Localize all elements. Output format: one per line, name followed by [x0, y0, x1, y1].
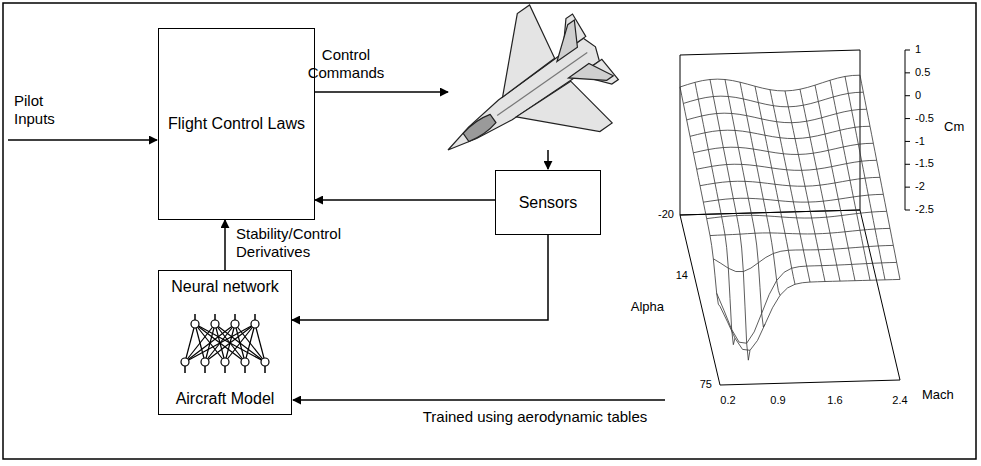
label-text: 14 — [676, 269, 688, 281]
sensor-arrow — [547, 150, 549, 169]
label-text: -1 — [915, 135, 925, 147]
node-title: Flight Control Laws — [168, 114, 305, 133]
input-arrow — [8, 139, 157, 141]
label-text: -0.5 — [915, 112, 934, 124]
input-label: Pilot Inputs — [14, 92, 76, 128]
node-subtitle: Aircraft Model — [176, 389, 275, 408]
axis-title: Cm — [944, 120, 964, 134]
tick-label: 0.9 — [770, 394, 785, 406]
edge-label-text: Stability/Control Derivatives — [236, 225, 341, 260]
tick-label: -1.5 — [915, 157, 934, 169]
tick-label: -1 — [915, 135, 925, 147]
label-text: 2.4 — [892, 394, 907, 406]
label-text: 0.5 — [915, 66, 930, 78]
tick-label: 0.5 — [915, 66, 930, 78]
node-title: Neural network — [171, 277, 279, 296]
command-label: Control Commands — [300, 46, 392, 82]
neural-model-box: Neural networkAircraft Model — [158, 270, 292, 415]
training-label: Trained using aerodynamic tables — [400, 408, 670, 426]
sensor-box: Sensors — [495, 170, 601, 235]
label-text: -1.5 — [915, 157, 934, 169]
label-text: Mach — [922, 387, 954, 402]
label-text: 75 — [700, 378, 712, 390]
tick-label: -2.5 — [915, 203, 934, 215]
axis-title: Alpha — [631, 300, 664, 314]
edge-label: Stability/Control Derivatives — [236, 225, 361, 261]
command-arrow — [293, 91, 448, 93]
tick-label: 14 — [676, 269, 688, 281]
label-text: 1 — [915, 43, 921, 55]
network-icon — [175, 312, 275, 374]
tick-label: 2.4 — [892, 394, 907, 406]
label-text: -2 — [915, 180, 925, 192]
label-text: -2.5 — [915, 203, 934, 215]
surface-plot — [680, 50, 910, 385]
training-arrow — [293, 399, 665, 401]
connector-arrow — [315, 199, 495, 201]
tick-label: -2 — [915, 180, 925, 192]
label-text: -20 — [658, 208, 674, 220]
label-text: 0.9 — [770, 394, 785, 406]
tick-label: 75 — [700, 378, 712, 390]
connector-arrow — [292, 235, 548, 320]
tick-label: 1.6 — [827, 394, 842, 406]
tick-label: 1 — [915, 43, 921, 55]
label-text: 1.6 — [827, 394, 842, 406]
node-title: Sensors — [519, 193, 578, 212]
outer-frame — [3, 3, 976, 459]
label-text: Pilot Inputs — [14, 92, 55, 127]
axis-title: Mach — [922, 388, 954, 402]
control-law-box: Flight Control Laws — [158, 28, 315, 220]
label-text: Trained using aerodynamic tables — [423, 408, 648, 425]
label-text: 0 — [915, 89, 921, 101]
label-text: 0.2 — [720, 394, 735, 406]
label-text: Cm — [944, 119, 964, 134]
tick-label: 0 — [915, 89, 921, 101]
tick-label: 0.2 — [720, 394, 735, 406]
label-text: Alpha — [631, 299, 664, 314]
tick-label: -0.5 — [915, 112, 934, 124]
connector-arrow — [224, 220, 226, 270]
label-text: Control Commands — [308, 46, 385, 81]
tick-label: -20 — [658, 208, 674, 220]
